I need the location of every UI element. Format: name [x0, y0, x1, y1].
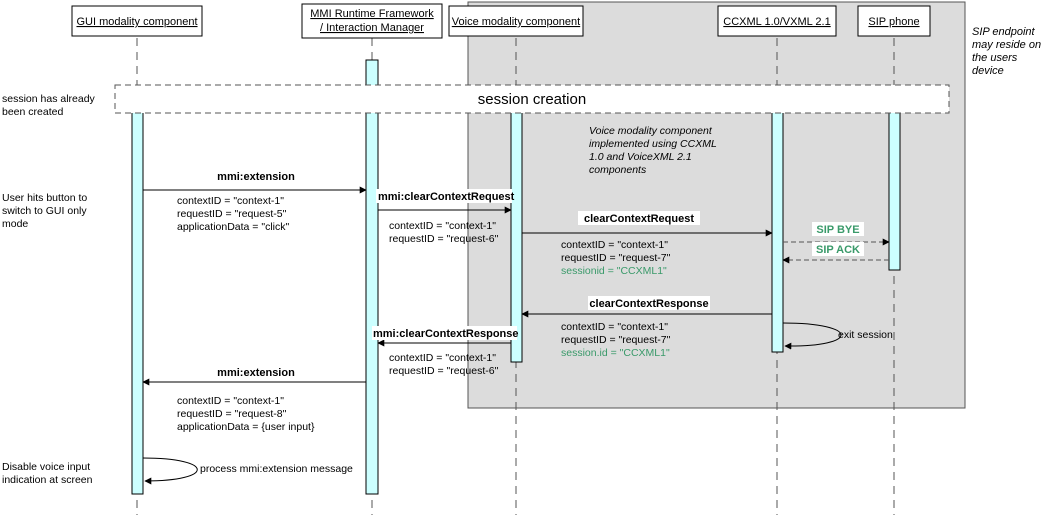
participant-label: MMI Runtime Framework [310, 8, 434, 20]
message-param-session: session.id = "CCXML1" [561, 347, 670, 359]
message-mmi-extension-1: mmi:extension contextID = "context-1" re… [143, 169, 367, 233]
participant-sip: SIP phone [857, 5, 931, 37]
participant-label: GUI modality component [76, 16, 197, 28]
message-clear-context-request: clearContextRequest contextID = "context… [522, 211, 773, 277]
message-param: applicationData = {user input} [177, 421, 315, 433]
message-exit-session: exit session [782, 322, 893, 350]
message-param: contextID = "context-1" [389, 352, 496, 364]
note-line: User hits button to [2, 192, 87, 204]
message-mmi-clear-context-response: mmi:clearContextResponse contextID = "co… [372, 326, 519, 377]
message-label: mmi:extension [217, 367, 295, 379]
message-label: SIP BYE [816, 224, 859, 236]
message-label: SIP ACK [816, 244, 860, 256]
activation-sip [888, 111, 901, 271]
note-line: implemented using CCXML [589, 138, 717, 150]
note-line: Voice modality component [589, 125, 713, 137]
message-label: mmi:extension [217, 171, 295, 183]
note-line: session has already [2, 93, 96, 105]
activation-gui [131, 111, 144, 495]
note-line: indication at screen [2, 474, 93, 486]
message-process-extension: process mmi:extension message [142, 457, 353, 485]
voice-note: Voice modality component implemented usi… [589, 125, 717, 176]
region-note: SIP endpoint may reside on the users dev… [972, 26, 1041, 77]
message-mmi-clear-context-request: mmi:clearContextRequest contextID = "con… [376, 189, 515, 245]
activation-mmi [365, 59, 379, 495]
note-line: Disable voice input [2, 461, 90, 473]
message-label: process mmi:extension message [200, 463, 353, 475]
voice-region [467, 1, 966, 409]
message-clear-context-response: clearContextResponse contextID = "contex… [521, 296, 772, 359]
message-param: requestID = "request-6" [389, 365, 499, 377]
message-param: requestID = "request-8" [177, 408, 287, 420]
participant-label: CCXML 1.0/VXML 2.1 [723, 16, 830, 28]
region-note-line: the users [972, 52, 1018, 64]
session-bar-label: session creation [478, 91, 586, 108]
region-note-line: device [972, 65, 1004, 77]
message-param: requestID = "request-5" [177, 208, 287, 220]
session-bar: session creation [114, 84, 950, 114]
region-note-line: may reside on [972, 39, 1041, 51]
message-label: mmi:clearContextResponse [373, 328, 519, 340]
message-param: contextID = "context-1" [177, 195, 284, 207]
message-param-session: sessionid = "CCXML1" [561, 265, 667, 277]
message-label: clearContextRequest [584, 213, 694, 225]
participant-label-line2: / Interaction Manager [320, 22, 424, 34]
message-param: applicationData = "click" [177, 221, 289, 233]
message-param: contextID = "context-1" [389, 220, 496, 232]
side-notes: session has already been created User hi… [2, 93, 96, 486]
message-label: mmi:clearContextRequest [378, 191, 515, 203]
participant-gui: GUI modality component [71, 5, 203, 37]
note-line: been created [2, 106, 63, 118]
participant-voice: Voice modality component [448, 5, 584, 37]
message-param: contextID = "context-1" [177, 395, 284, 407]
participant-mmi: MMI Runtime Framework / Interaction Mana… [301, 3, 443, 39]
message-sip-bye: SIP BYE [783, 222, 890, 246]
participant-ccxml: CCXML 1.0/VXML 2.1 [717, 5, 837, 37]
message-param: requestID = "request-7" [561, 334, 671, 346]
message-label: clearContextResponse [589, 298, 708, 310]
participant-label: Voice modality component [452, 16, 580, 28]
participant-label: SIP phone [868, 16, 919, 28]
message-param: contextID = "context-1" [561, 239, 668, 251]
message-label: exit session [838, 329, 893, 341]
message-param: contextID = "context-1" [561, 321, 668, 333]
activation-voice [510, 111, 523, 363]
activation-ccxml [771, 111, 784, 353]
note-line: components [589, 164, 647, 176]
message-param: requestID = "request-7" [561, 252, 671, 264]
note-line: mode [2, 218, 28, 230]
message-mmi-extension-2: mmi:extension contextID = "context-1" re… [142, 365, 366, 433]
note-line: switch to GUI only [2, 205, 87, 217]
region-note-line: SIP endpoint [972, 26, 1036, 38]
message-sip-ack: SIP ACK [782, 242, 889, 264]
message-param: requestID = "request-6" [389, 233, 499, 245]
note-line: 1.0 and VoiceXML 2.1 [589, 151, 692, 163]
